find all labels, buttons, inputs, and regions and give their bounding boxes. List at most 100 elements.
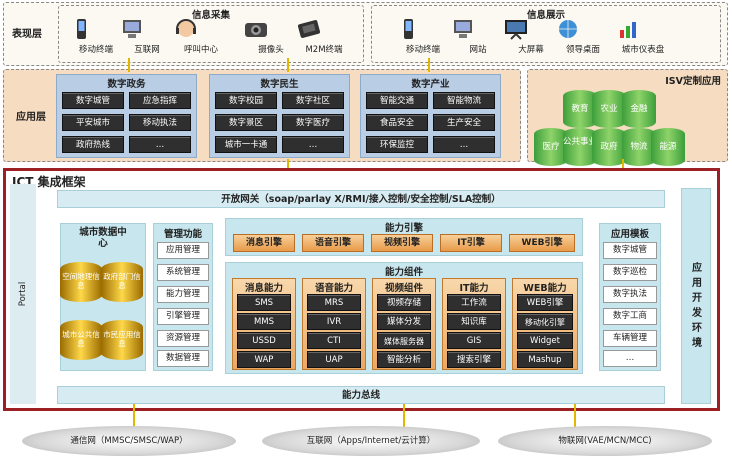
engine-item: 语音引擎 [302,234,364,252]
isv-cylinder: 金融 [622,90,656,128]
isv-cylinder: 能源 [651,128,685,166]
collect-item-label: 移动终端 [78,45,113,55]
component-item: Widget [517,332,573,349]
display-item-website: 网站 [448,18,508,55]
app-item: … [433,136,495,153]
component-item: 媒体服务器 [377,332,431,349]
app-item: 政府热线 [62,136,124,153]
display-item-bigscreen: 大屏幕 [501,18,561,55]
collect-item-mobile: 移动终端 [66,18,126,55]
big-screen-icon [505,20,527,40]
app-item: 食品安全 [366,114,428,131]
display-item-label: 城市仪表盘 [621,45,665,55]
component-item: MMS [237,313,291,330]
component-item: 搜索引擎 [447,351,501,368]
display-item-dashboard: 城市仪表盘 [613,18,673,55]
data-cylinder: 城市公共信息 [60,320,102,360]
component-item: 智能分析 [377,351,431,368]
application-layer-label: 应用层 [16,112,46,123]
component-item: IVR [307,313,361,330]
camera-icon [245,23,267,37]
app-item: 数字医疗 [282,114,344,131]
collect-item-camera: 摄像头 [241,18,301,55]
collect-item-label: M2M终端 [305,45,343,55]
display-item-label: 领导桌面 [565,45,600,55]
isv-cylinder: 物流 [622,128,656,166]
display-item-mobile: 移动终端 [393,18,453,55]
isv-cylinder: 教育 [563,90,597,128]
collect-item-label: 呼叫中心 [183,45,218,55]
collect-item-callcenter: 呼叫中心 [171,18,231,55]
mobile-phone-icon [404,19,413,39]
network-label: 通信网（MMSC/SMSC/WAP） [70,436,188,446]
open-gateway: 开放网关（soap/parlay X/RMI/接入控制/安全控制/SLA控制） [57,190,665,208]
info-collect-title: 信息采集 [191,10,230,21]
component-column-title: IT能力 [459,283,489,294]
network-label: 互联网（Apps/Internet/云计算） [306,436,436,446]
component-item: MRS [307,294,361,311]
engine-item: IT引擎 [440,234,502,252]
app-item: 应急指挥 [129,92,191,109]
app-item: 数字城管 [62,92,124,109]
isv-cylinder-label: 公共事业 [563,137,598,147]
engine-item: WEB引擎 [509,234,575,252]
collect-item-internet: 互联网 [117,18,177,55]
presentation-layer-label: 表现层 [12,29,42,40]
app-item: 智能物流 [433,92,495,109]
dev-environment: 应用开发环境 [681,188,711,404]
template-item: 数字城管 [603,242,657,259]
network-cloud-telecom: 通信网（MMSC/SMSC/WAP） [22,426,236,456]
template-item: 数字工商 [603,308,657,325]
template-item: 车辆管理 [603,330,657,347]
components-title: 能力组件 [384,267,423,278]
component-item: 工作流 [447,294,501,311]
display-item-label: 大屏幕 [518,45,544,55]
component-item: 知识库 [447,313,501,330]
open-gateway-label: 开放网关（soap/parlay X/RMI/接入控制/安全控制/SLA控制） [221,194,501,205]
component-column-title: WEB能力 [523,283,567,294]
network-label: 物联网(VAE/MCN/MCC) [558,436,652,446]
arrow-connector [403,404,405,428]
app-item: 生产安全 [433,114,495,131]
capability-bus-label: 能力总线 [341,390,380,401]
app-item: 智能交通 [366,92,428,109]
dev-environment-label: 应用开发环境 [692,263,702,349]
display-item-desktop: 领导桌面 [553,18,613,55]
headset-icon [176,19,196,37]
app-item: 城市一卡通 [215,136,277,153]
display-item-label: 移动终端 [405,45,440,55]
templates-title: 应用模板 [610,229,649,240]
arrow-connector [128,58,130,72]
portal-label: Portal [18,281,28,307]
network-cloud-internet: 互联网（Apps/Internet/云计算） [262,426,480,456]
data-center-title: 城市数据中心 [79,227,127,249]
computer-icon [454,20,472,38]
app-group-title: 数字政务 [107,79,146,90]
management-item: 资源管理 [157,330,209,347]
component-item: GIS [447,332,501,349]
arrow-connector [574,404,576,428]
data-cylinder: 政府部门信息 [101,262,143,302]
component-item: 视频存储 [377,294,431,311]
isv-cylinder: 政府 [592,128,626,166]
portal-bar: Portal [10,184,36,404]
isv-cylinder: 公共事业 [563,128,597,166]
app-item: … [129,136,191,153]
info-display-title: 信息展示 [526,10,565,21]
app-item: 环保监控 [366,136,428,153]
engine-item: 视频引擎 [371,234,433,252]
management-item: 数据管理 [157,350,209,367]
mobile-phone-icon [77,19,86,39]
app-item: 数字社区 [282,92,344,109]
component-column-title: 视频组件 [384,283,423,294]
component-item: SMS [237,294,291,311]
desktop-globe-icon [559,20,577,38]
app-group-title: 数字民生 [260,79,299,90]
capability-bus: 能力总线 [57,386,665,404]
component-column-title: 消息能力 [244,283,283,294]
isv-cylinder: 农业 [592,90,626,128]
engine-title: 能力引擎 [384,223,423,234]
data-cylinder: 空间地理信息 [60,262,102,302]
management-title: 管理功能 [163,229,202,240]
component-item: 移动化引擎 [517,313,573,330]
